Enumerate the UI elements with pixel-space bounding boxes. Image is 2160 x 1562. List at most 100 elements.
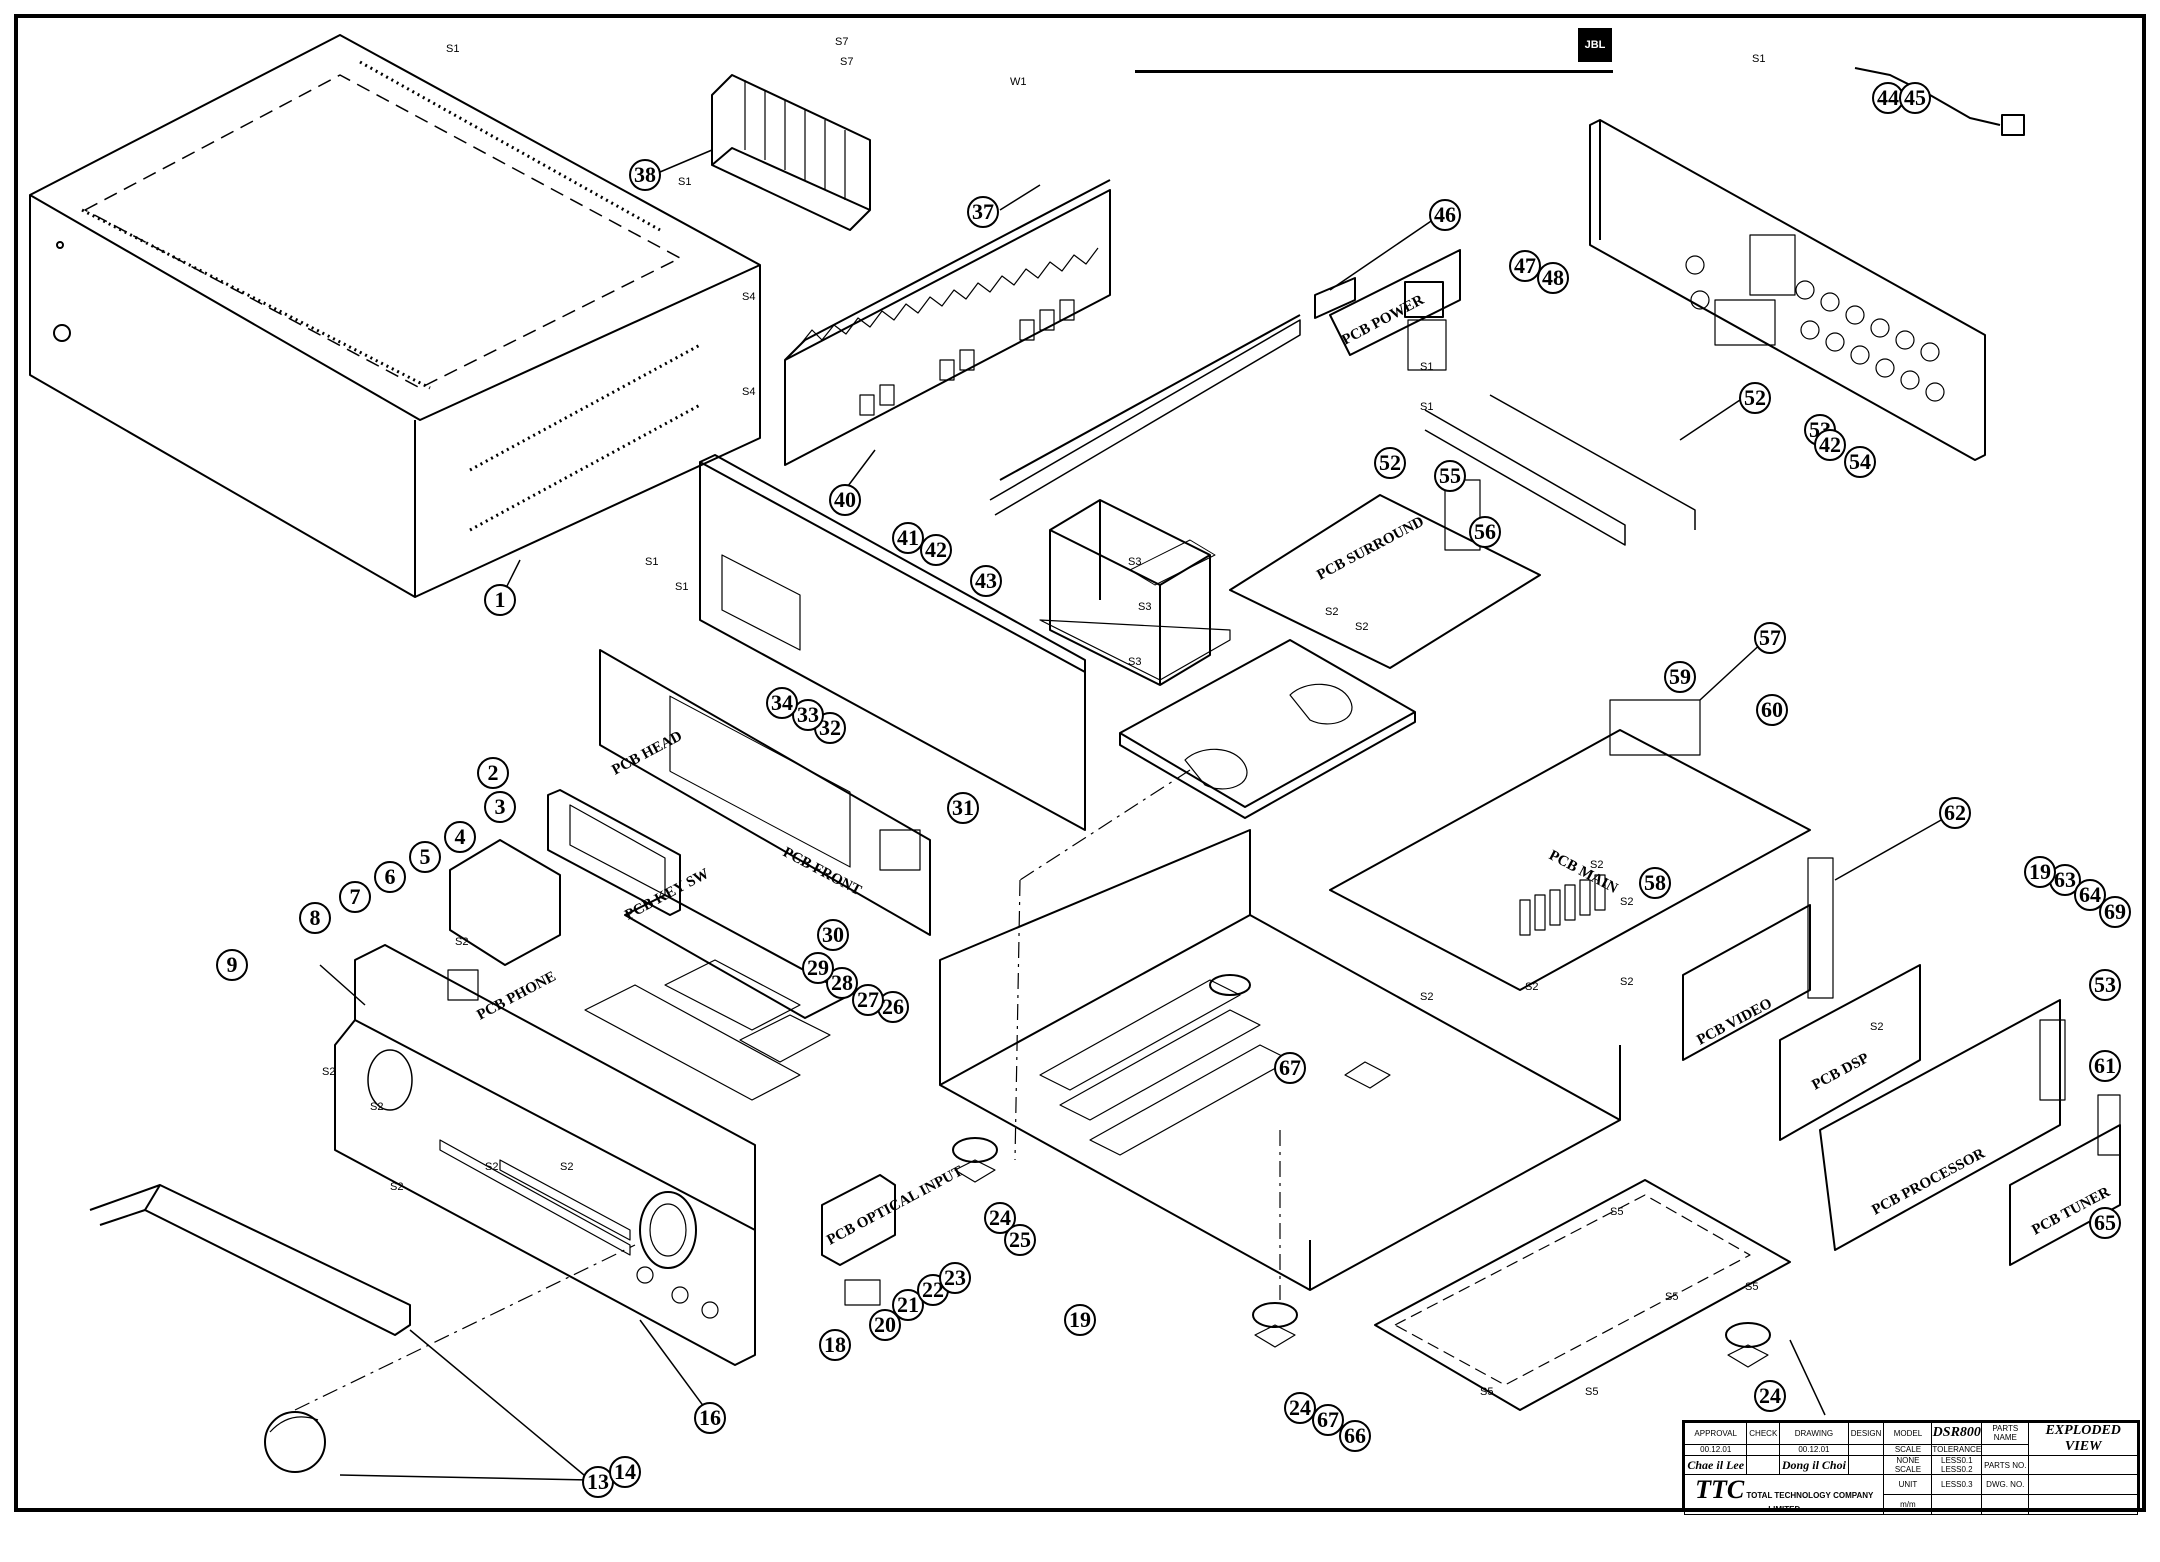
callout-number-23-17: 23 xyxy=(944,1265,966,1290)
callout-circle-27-21 xyxy=(852,984,884,1016)
callout-number-25-19: 25 xyxy=(1009,1227,1031,1252)
tb-dwg-no: DWG. NO. xyxy=(1981,1474,2030,1495)
tb-company-line1: TOTAL TECHNOLOGY xyxy=(1746,1491,1831,1500)
callout-number-4-3: 4 xyxy=(455,824,466,849)
tb-empty-2 xyxy=(1847,1443,1885,1457)
tb-drawer: Dong il Choi xyxy=(1779,1455,1849,1475)
callout-circle-20-14 xyxy=(869,1309,901,1341)
callout-circle-53-x1 xyxy=(2089,969,2121,1001)
tb-scale: SCALE xyxy=(1883,1443,1933,1457)
title-underline xyxy=(1135,70,1613,73)
tb-tol2-text: LESS0.2 xyxy=(1941,1465,1973,1474)
tb-empty-5 xyxy=(1847,1455,1885,1475)
callout-circle-41-32 xyxy=(892,522,924,554)
front-trim xyxy=(89,1184,411,1336)
callout-number-38-30: 38 xyxy=(634,162,656,187)
callout-number-26-20: 26 xyxy=(882,994,904,1019)
callout-circle-58-46 xyxy=(1639,867,1671,899)
callout-number-64-52: 64 xyxy=(2079,882,2101,907)
callout-circle-59-47 xyxy=(1664,661,1696,693)
callout-number-18-12: 18 xyxy=(824,1332,846,1357)
screw-label-25: S2 xyxy=(1355,621,1368,633)
tb-approver: Chae il Lee xyxy=(1683,1455,1748,1475)
tb-empty-9 xyxy=(1981,1494,2030,1515)
callout-circle-66-54 xyxy=(1339,1420,1371,1452)
callout-number-59-47: 59 xyxy=(1669,664,1691,689)
tb-check: CHECK xyxy=(1746,1422,1781,1445)
callout-number-31-25: 31 xyxy=(952,795,974,820)
screw-label-26: S2 xyxy=(1325,606,1338,618)
front-panel xyxy=(334,944,756,1366)
tb-tol1-text: LESS0.1 xyxy=(1941,1456,1973,1465)
pcb-front xyxy=(599,649,931,936)
pcb-surround xyxy=(1229,394,1696,669)
callout-circle-37-29 xyxy=(967,196,999,228)
callout-number-44-35: 44 xyxy=(1877,85,1899,110)
screw-label-3: S4 xyxy=(742,386,755,398)
callout-circle-52-40 xyxy=(1739,382,1771,414)
tb-parts-name-value: EXPLODED VIEW xyxy=(2028,1422,2138,1456)
pcb-tuner xyxy=(2009,1094,2121,1266)
callout-circle-1-0 xyxy=(484,584,516,616)
tb-empty-7 xyxy=(2028,1474,2138,1495)
callout-number-7-6: 7 xyxy=(350,884,361,909)
callout-number-28-22: 28 xyxy=(831,970,853,995)
tb-model-value: DSR800 xyxy=(1931,1422,1983,1445)
callout-circle-33-27 xyxy=(792,699,824,731)
screw-label-13: S5 xyxy=(1585,1386,1598,1398)
screw-label-17: S7 xyxy=(840,56,853,68)
callout-number-62-50: 62 xyxy=(1944,800,1966,825)
callout-circle-5-4 xyxy=(409,841,441,873)
callout-number-45-36: 45 xyxy=(1904,85,1926,110)
top-cover xyxy=(29,34,761,598)
pcb-surround-label: PCB SURROUND xyxy=(1314,514,1427,584)
pcb-video-label: PCB VIDEO xyxy=(1694,996,1774,1049)
tb-model: MODEL xyxy=(1883,1422,1933,1445)
callout-circle-29-23 xyxy=(802,952,834,984)
callout-number-8-7: 8 xyxy=(310,905,321,930)
callout-number-53-x1: 53 xyxy=(2094,972,2116,997)
callout-number-52-x5: 52 xyxy=(1379,450,1401,475)
callout-number-42-x6: 42 xyxy=(1819,432,1841,457)
callout-circle-52-x5 xyxy=(1374,447,1406,479)
tb-unit: UNIT xyxy=(1883,1474,1933,1495)
callout-circle-7-6 xyxy=(339,881,371,913)
callout-number-33-27: 33 xyxy=(797,702,819,727)
tb-drawing: DRAWING xyxy=(1779,1422,1849,1445)
callout-circle-24-x4 xyxy=(1754,1380,1786,1412)
callout-number-40-31: 40 xyxy=(834,487,856,512)
callout-number-61-49: 61 xyxy=(2094,1053,2116,1078)
callout-circle-19-x0 xyxy=(2024,856,2056,888)
callout-circle-67-55 xyxy=(1274,1052,1306,1084)
callout-number-52-40: 52 xyxy=(1744,385,1766,410)
callout-number-60-48: 60 xyxy=(1761,697,1783,722)
callout-circle-45-36 xyxy=(1899,82,1931,114)
tb-design: DESIGN xyxy=(1847,1422,1885,1445)
callout-circle-9-8 xyxy=(216,949,248,981)
tb-empty-4 xyxy=(1746,1455,1781,1475)
pcb-optical-input xyxy=(821,1174,896,1306)
callout-number-19-13: 19 xyxy=(1069,1307,1091,1332)
callout-number-46-37: 46 xyxy=(1434,202,1456,227)
screw-label-29: S2 xyxy=(485,1161,498,1173)
callout-circle-56-44 xyxy=(1469,516,1501,548)
callout-number-3-2: 3 xyxy=(495,794,506,819)
callout-number-32-26: 32 xyxy=(819,715,841,740)
rear-panel xyxy=(1589,67,2025,461)
callout-circle-46-37 xyxy=(1429,199,1461,231)
callout-circle-4-3 xyxy=(444,821,476,853)
callout-number-63-51: 63 xyxy=(2054,867,2076,892)
screw-label-14: S5 xyxy=(1480,1386,1493,1398)
tb-empty-6 xyxy=(2028,1455,2138,1475)
callout-number-14-10: 14 xyxy=(614,1459,636,1484)
pcb-head-label: PCB HEAD xyxy=(609,728,685,778)
main-chassis xyxy=(939,829,1621,1291)
callout-number-42-33: 42 xyxy=(925,537,947,562)
pcb-processor xyxy=(1819,999,2066,1251)
drawing-frame xyxy=(14,14,2146,1512)
bottom-tray xyxy=(1119,639,1416,819)
callout-circle-16-11 xyxy=(694,1402,726,1434)
tb-tolerance: TOLERANCE xyxy=(1931,1443,1983,1457)
brand-badge: JBL xyxy=(1578,28,1612,62)
